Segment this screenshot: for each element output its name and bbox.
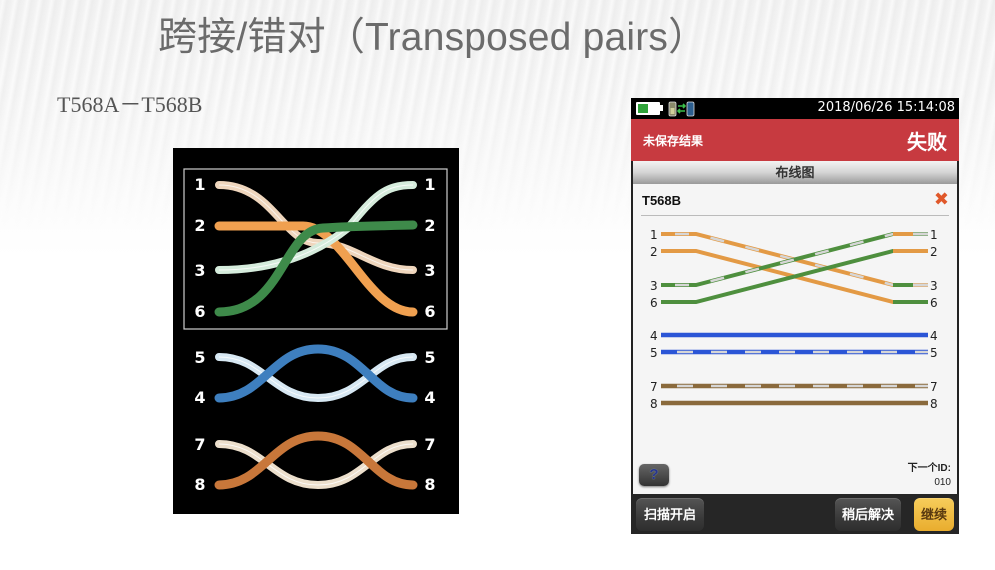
right-pin-3: 3 <box>424 261 436 280</box>
right-pin-1: 1 <box>424 175 436 194</box>
close-icon[interactable]: ✖ <box>933 189 949 209</box>
wm-right-pin-6: 6 <box>930 296 938 310</box>
fail-status: 失败 <box>907 132 947 154</box>
transposed-pairs-diagram: 1 2 3 6 5 4 7 8 1 2 3 6 5 4 7 8 <box>173 148 459 514</box>
battery-icon <box>636 102 660 115</box>
left-pin-4: 4 <box>194 388 206 407</box>
battery-tip <box>660 105 663 111</box>
wiremap-diagram: 1 2 3 6 4 5 7 8 1 2 3 6 4 5 7 8 <box>650 228 938 411</box>
right-pin-8: 8 <box>424 475 436 494</box>
left-pin-2: 2 <box>194 216 206 235</box>
continue-button[interactable]: 继续 <box>914 498 954 531</box>
datetime: 2018/06/26 15:14:08 <box>817 100 955 115</box>
slide-title: 跨接/错对（Transposed pairs） <box>158 16 708 59</box>
wm-right-pin-8: 8 <box>930 397 938 411</box>
pair-group-frame <box>183 168 448 330</box>
link-status-icon <box>668 101 695 117</box>
left-pin-7: 7 <box>194 435 206 454</box>
right-pin-7: 7 <box>424 435 436 454</box>
wm-right-pin-2: 2 <box>930 245 938 259</box>
right-pin-6: 6 <box>424 302 436 321</box>
unsaved-result-label: 未保存结果 <box>643 134 704 148</box>
right-pin-5: 5 <box>424 348 436 367</box>
wm-left-pin-4: 4 <box>650 329 658 343</box>
next-id-label: 下一个ID: <box>907 463 951 474</box>
wm-right-pin-3: 3 <box>930 279 938 293</box>
fix-later-button[interactable]: 稍后解决 <box>835 498 901 531</box>
left-pin-8: 8 <box>194 475 206 494</box>
wm-left-pin-7: 7 <box>650 380 658 394</box>
left-pin-5: 5 <box>194 348 206 367</box>
wiremap-title: 布线图 <box>633 161 957 184</box>
wm-left-pin-6: 6 <box>650 296 658 310</box>
next-id-value: 010 <box>934 477 951 488</box>
wm-right-pin-7: 7 <box>930 380 938 394</box>
status-bar: 2018/06/26 15:14:08 <box>631 98 959 119</box>
left-pin-3: 3 <box>194 261 206 280</box>
wm-right-pin-1: 1 <box>930 228 938 242</box>
right-pin-4: 4 <box>424 388 436 407</box>
action-bar: 扫描开启 稍后解决 继续 <box>631 494 959 534</box>
divider <box>641 215 949 216</box>
cable-standard: T568B <box>642 193 682 208</box>
right-pin-2: 2 <box>424 216 436 235</box>
wm-right-pin-4: 4 <box>930 329 938 343</box>
wm-left-pin-3: 3 <box>650 279 658 293</box>
wire-illustration <box>183 168 448 490</box>
wiring-standards-label: T568A－T568B <box>57 92 203 117</box>
scan-on-button[interactable]: 扫描开启 <box>636 498 704 531</box>
left-pin-6: 6 <box>194 302 206 321</box>
result-header: 未保存结果 失败 <box>631 119 959 161</box>
left-pin-1: 1 <box>194 175 206 194</box>
cable-tester-screen: 2018/06/26 15:14:08 未保存结果 失败 布线图 T568B ✖… <box>631 98 959 534</box>
wm-left-pin-1: 1 <box>650 228 658 242</box>
wm-left-pin-2: 2 <box>650 245 658 259</box>
wiremap-panel: T568B ✖ 1 2 3 6 4 5 7 8 1 2 3 6 4 5 7 <box>633 184 957 494</box>
wm-right-pin-5: 5 <box>930 346 938 360</box>
help-button[interactable]: ? <box>639 464 669 486</box>
wm-left-pin-5: 5 <box>650 346 658 360</box>
wm-left-pin-8: 8 <box>650 397 658 411</box>
